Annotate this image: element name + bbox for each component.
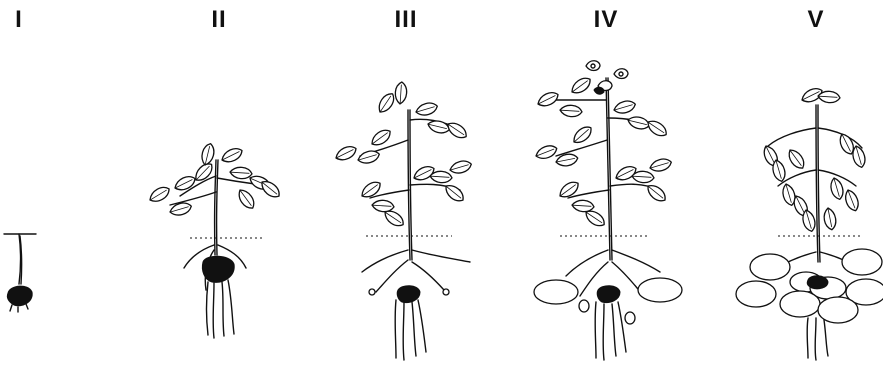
stage-5-plant [736, 86, 883, 360]
stage-3-plant [334, 81, 473, 360]
stage-1-plant [4, 234, 36, 312]
stage-4-plant [534, 61, 682, 360]
stage-2-plant [147, 142, 282, 338]
